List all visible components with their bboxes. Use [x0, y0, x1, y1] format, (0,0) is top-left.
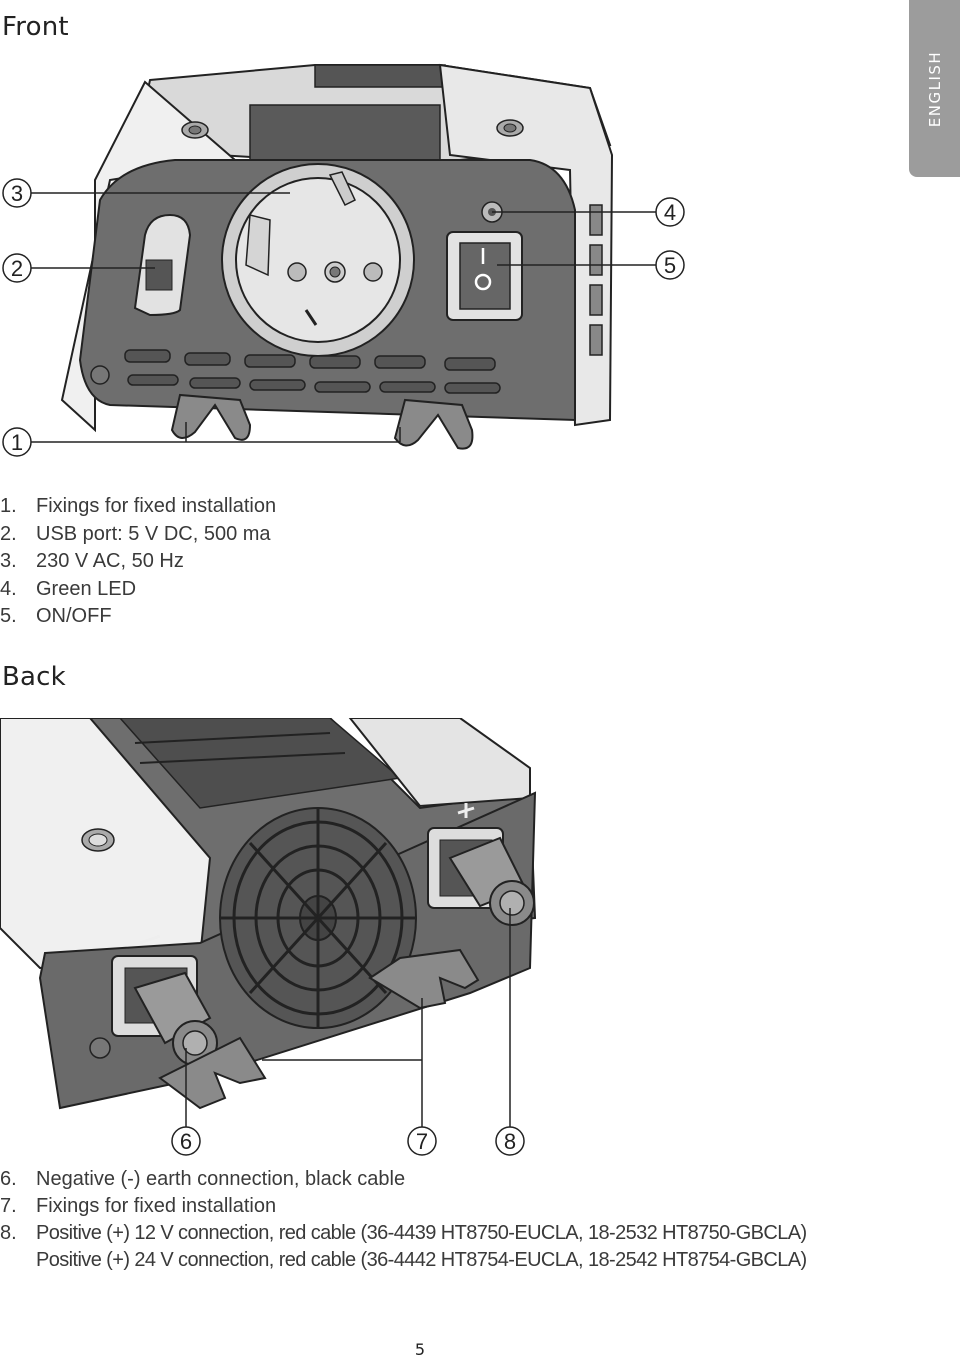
- back-heading: Back: [2, 662, 66, 692]
- callout-3: 3: [11, 181, 23, 206]
- callout-6: 6: [180, 1129, 192, 1154]
- legend-item: 5.ON/OFF: [0, 605, 112, 627]
- legend-item: 3.230 V AC, 50 Hz: [0, 550, 184, 572]
- front-view-illustration: 3 2 4 5 1: [2, 63, 685, 457]
- legend-item: 7.Fixings for fixed installation: [0, 1195, 277, 1217]
- callout-8: 8: [504, 1129, 516, 1154]
- screw-icon: [81, 828, 115, 852]
- ac-socket: [221, 163, 415, 357]
- front-legend-list: 1.Fixings for fixed installation 2.USB p…: [0, 493, 276, 631]
- callout-7: 7: [416, 1129, 428, 1154]
- legend-item: 1.Fixings for fixed installation: [0, 495, 277, 517]
- screw-icon: [181, 121, 209, 139]
- positive-terminal: [427, 827, 535, 926]
- callout-5: 5: [664, 253, 676, 278]
- legend-item: 8.Positive (+) 12 V connection, red cabl…: [0, 1222, 807, 1244]
- legend-item: 6.Negative (-) earth connection, black c…: [0, 1168, 406, 1190]
- language-tab: ENGLISH: [909, 0, 960, 177]
- callout-4: 4: [664, 200, 676, 225]
- mounting-fixing: [170, 393, 252, 441]
- negative-terminal: [111, 955, 218, 1066]
- usb-port: [133, 213, 192, 317]
- front-heading: Front: [2, 12, 69, 42]
- legend-item-continuation: Positive (+) 24 V connection, red cable …: [36, 1249, 807, 1271]
- callout-1: 1: [11, 430, 23, 455]
- mounting-fixing: [368, 948, 480, 1010]
- callout-2: 2: [11, 256, 23, 281]
- legend-item: 2.USB port: 5 V DC, 500 ma: [0, 522, 271, 545]
- back-view-illustration: 6 7 8: [0, 718, 537, 1156]
- on-off-switch: [446, 231, 523, 321]
- page-number: 5: [414, 1340, 426, 1359]
- mounting-fixing: [393, 398, 474, 450]
- legend-item: 4.Green LED: [0, 577, 137, 600]
- screw-icon: [496, 119, 524, 137]
- back-legend-list: 6.Negative (-) earth connection, black c…: [0, 1166, 807, 1274]
- cooling-fan: [219, 807, 417, 1029]
